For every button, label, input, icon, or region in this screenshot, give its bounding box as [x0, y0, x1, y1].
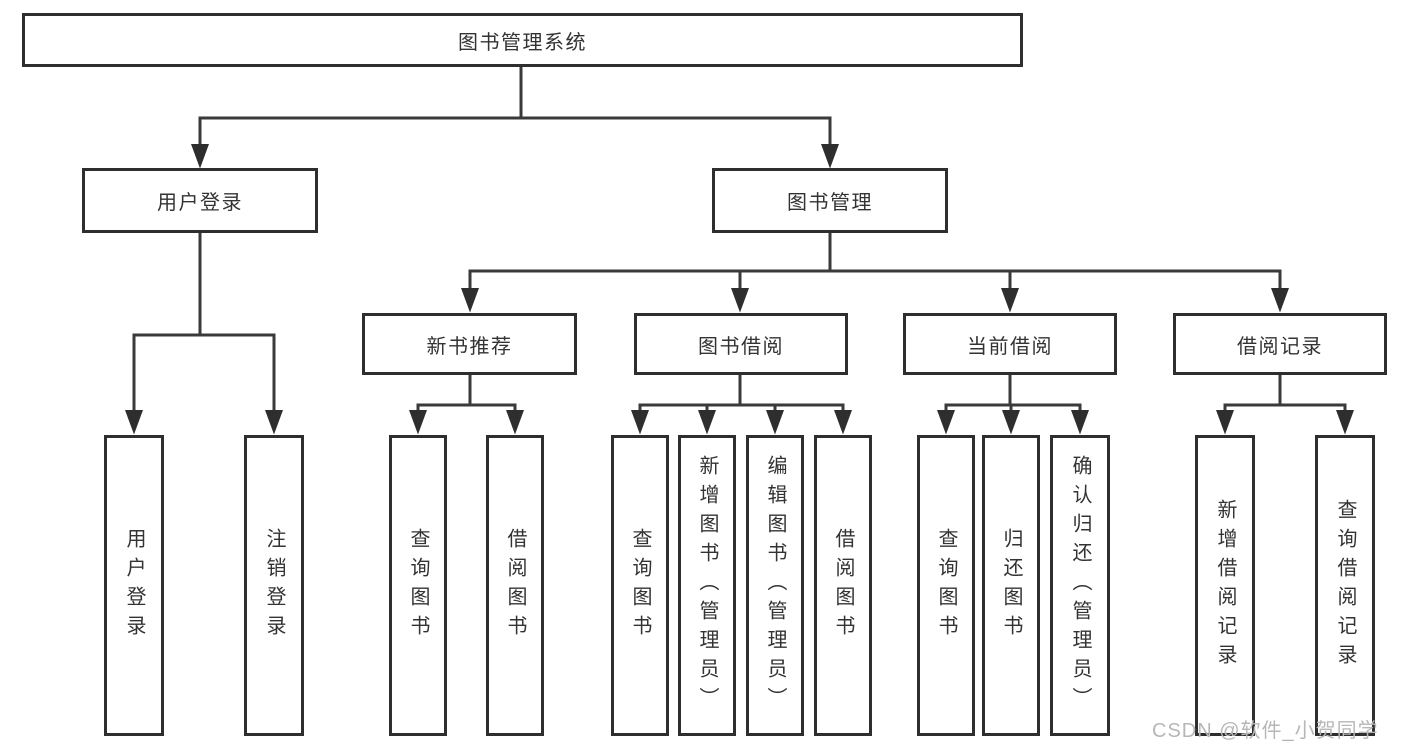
leaf-add-borrow-record: 新增借阅记录: [1195, 435, 1255, 736]
node-borrowing-records: 借阅记录: [1173, 313, 1387, 375]
leaf-query-books-current-label: 查询图书: [935, 527, 957, 644]
node-user-login: 用户登录: [82, 168, 318, 233]
node-current-borrowing-label: 当前借阅: [967, 335, 1053, 358]
leaf-query-books-borrow: 查询图书: [611, 435, 669, 736]
leaf-return-books-label: 归还图书: [1000, 527, 1022, 644]
node-current-borrowing: 当前借阅: [903, 313, 1117, 375]
leaf-add-book-admin-label: 新增图书（管理员）: [696, 455, 718, 716]
watermark: CSDN @软件_小贺同学: [1152, 720, 1379, 742]
leaf-query-books-recommend-label: 查询图书: [407, 527, 429, 644]
node-book-borrowing-label: 图书借阅: [698, 335, 784, 358]
leaf-borrow-books: 借阅图书: [814, 435, 872, 736]
leaf-user-login: 用户登录: [104, 435, 164, 736]
arrowhead-icons: [125, 144, 1354, 435]
leaf-logout-label: 注销登录: [263, 527, 285, 644]
leaf-borrow-books-label: 借阅图书: [832, 527, 854, 644]
leaf-add-borrow-record-label: 新增借阅记录: [1214, 498, 1236, 673]
node-root: 图书管理系统: [22, 13, 1023, 67]
leaf-query-books-borrow-label: 查询图书: [629, 527, 651, 644]
node-user-login-label: 用户登录: [157, 192, 243, 214]
leaf-add-book-admin: 新增图书（管理员）: [678, 435, 736, 736]
node-new-book-recommendation-label: 新书推荐: [426, 335, 513, 358]
node-book-management-label: 图书管理: [787, 192, 873, 214]
node-root-label: 图书管理系统: [458, 31, 587, 54]
leaf-edit-book-admin-label: 编辑图书（管理员）: [764, 455, 786, 716]
leaf-return-books: 归还图书: [982, 435, 1040, 736]
leaf-edit-book-admin: 编辑图书（管理员）: [746, 435, 804, 736]
node-book-management: 图书管理: [712, 168, 948, 233]
leaf-query-books-recommend: 查询图书: [389, 435, 447, 736]
node-borrowing-records-label: 借阅记录: [1237, 335, 1323, 358]
leaf-query-borrow-record: 查询借阅记录: [1315, 435, 1375, 736]
leaf-borrow-books-recommend: 借阅图书: [486, 435, 544, 736]
leaf-query-books-current: 查询图书: [917, 435, 975, 736]
leaf-confirm-return-admin-label: 确认归还（管理员）: [1069, 455, 1091, 716]
leaf-logout: 注销登录: [244, 435, 304, 736]
leaf-borrow-books-recommend-label: 借阅图书: [504, 527, 526, 644]
leaf-user-login-label: 用户登录: [123, 527, 145, 644]
leaf-confirm-return-admin: 确认归还（管理员）: [1050, 435, 1110, 736]
node-book-borrowing: 图书借阅: [634, 313, 848, 375]
leaf-query-borrow-record-label: 查询借阅记录: [1334, 498, 1356, 673]
node-new-book-recommendation: 新书推荐: [362, 313, 577, 375]
